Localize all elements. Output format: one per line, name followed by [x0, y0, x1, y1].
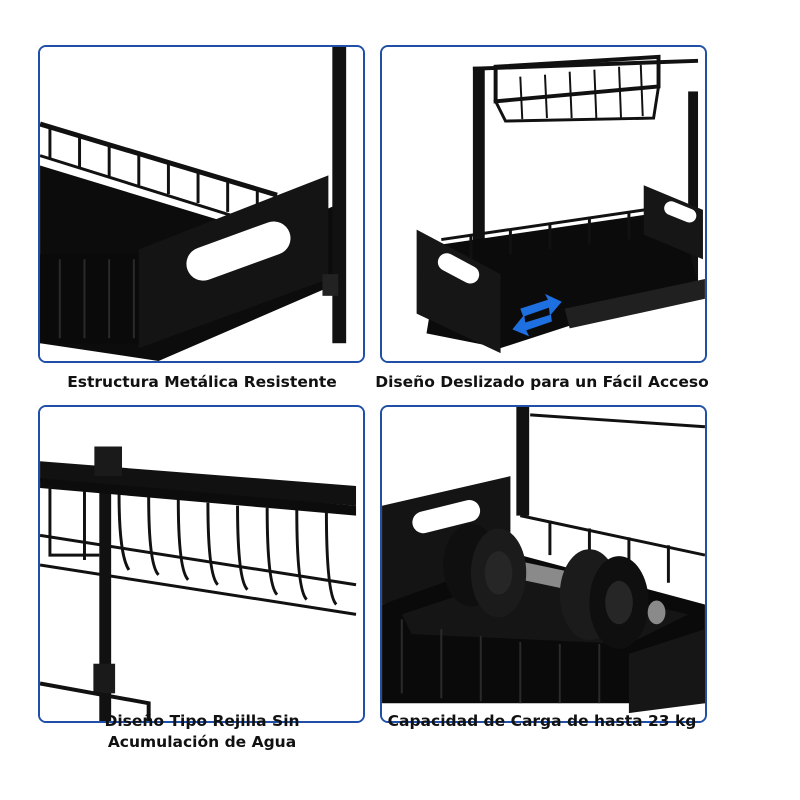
- grid-basket-image: [40, 407, 363, 721]
- dumbbell-on-shelf-image: [382, 407, 705, 721]
- caption-line: Diseño Tipo Rejilla Sin: [104, 712, 300, 730]
- caption-sliding-design: Diseño Deslizado para un Fácil Acceso: [362, 372, 722, 393]
- photo-panel-metal-structure: [38, 45, 365, 363]
- caption-line: Estructura Metálica Resistente: [67, 373, 337, 391]
- photo-panel-sliding-design: [380, 45, 707, 363]
- caption-line: Capacidad de Carga de hasta 23 kg: [387, 712, 697, 730]
- caption-line: Diseño Deslizado para un Fácil Acceso: [375, 373, 709, 391]
- sliding-shelf-image: [382, 47, 705, 361]
- caption-load-capacity: Capacidad de Carga de hasta 23 kg: [362, 711, 722, 732]
- caption-grid-basket: Diseño Tipo Rejilla Sin Acumulación de A…: [22, 711, 382, 753]
- caption-line-2: Acumulación de Agua: [107, 733, 297, 751]
- photo-panel-grid-basket: [38, 405, 365, 723]
- metal-shelf-closeup-image: [40, 47, 363, 361]
- caption-metal-structure: Estructura Metálica Resistente: [22, 372, 382, 393]
- photo-panel-load-capacity: [380, 405, 707, 723]
